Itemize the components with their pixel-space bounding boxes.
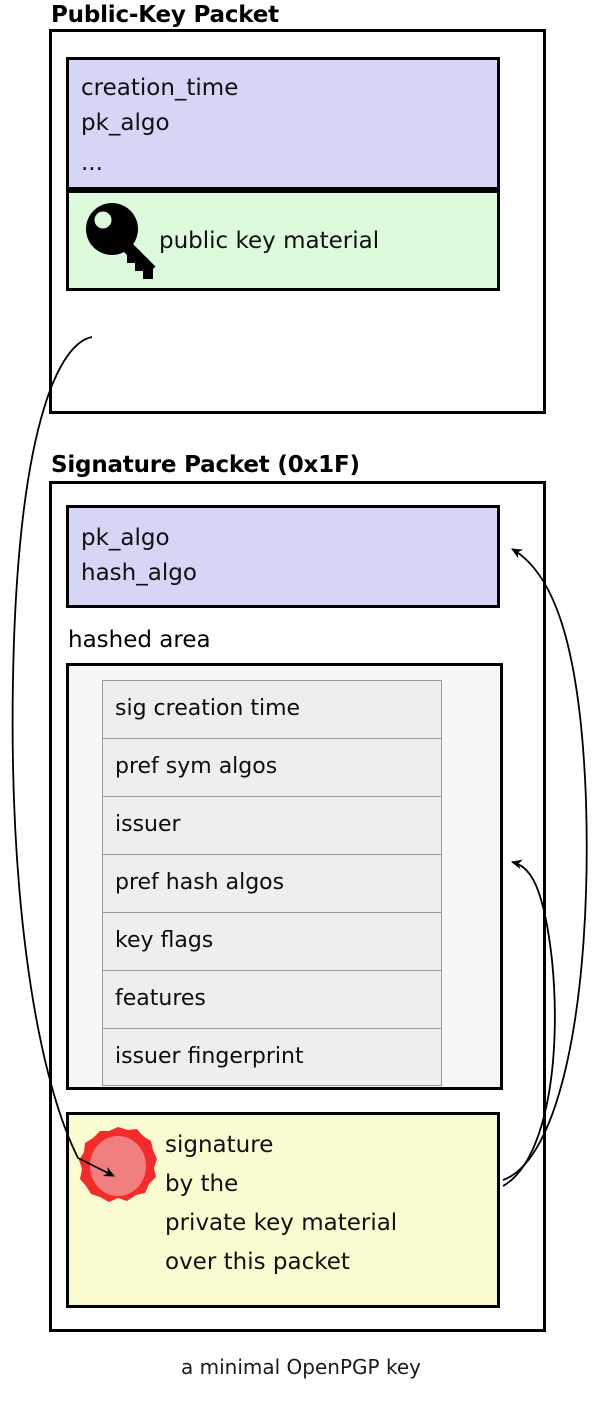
key-icon bbox=[79, 201, 169, 290]
public-key-packet-title: Public-Key Packet bbox=[51, 2, 279, 28]
more-fields-ellipsis: ... bbox=[81, 150, 103, 176]
list-item: sig creation time bbox=[102, 680, 442, 738]
sig-hash-algo-field: hash_algo bbox=[81, 560, 197, 586]
signature-line-1: signature bbox=[165, 1132, 274, 1158]
list-item: pref sym algos bbox=[102, 738, 442, 796]
hashed-area-label: hashed area bbox=[68, 627, 211, 653]
list-item: features bbox=[102, 970, 442, 1028]
wax-seal-icon bbox=[75, 1123, 161, 1213]
list-item: issuer bbox=[102, 796, 442, 854]
hashed-area-box: sig creation time pref sym algos issuer … bbox=[66, 663, 503, 1090]
signature-line-3: private key material bbox=[165, 1210, 398, 1236]
sig-pk-algo-field: pk_algo bbox=[81, 525, 170, 551]
public-key-material-label: public key material bbox=[159, 228, 380, 254]
creation-time-field: creation_time bbox=[81, 75, 239, 101]
list-item: key flags bbox=[102, 912, 442, 970]
list-item: pref hash algos bbox=[102, 854, 442, 912]
signature-block-box: signature by the private key material ov… bbox=[66, 1112, 500, 1308]
signature-packet-title: Signature Packet (0x1F) bbox=[51, 452, 360, 478]
pk-algo-field: pk_algo bbox=[81, 110, 170, 136]
list-item: issuer fingerprint bbox=[102, 1028, 442, 1086]
diagram-caption: a minimal OpenPGP key bbox=[181, 1355, 421, 1379]
signature-line-2: by the bbox=[165, 1171, 239, 1197]
public-key-material-box: public key material bbox=[66, 190, 500, 291]
signature-algo-fields-box: pk_algo hash_algo bbox=[66, 505, 500, 608]
signature-line-4: over this packet bbox=[165, 1249, 350, 1275]
public-key-header-fields-box: creation_time pk_algo ... bbox=[66, 57, 500, 190]
hashed-subpacket-list: sig creation time pref sym algos issuer … bbox=[102, 680, 442, 1086]
